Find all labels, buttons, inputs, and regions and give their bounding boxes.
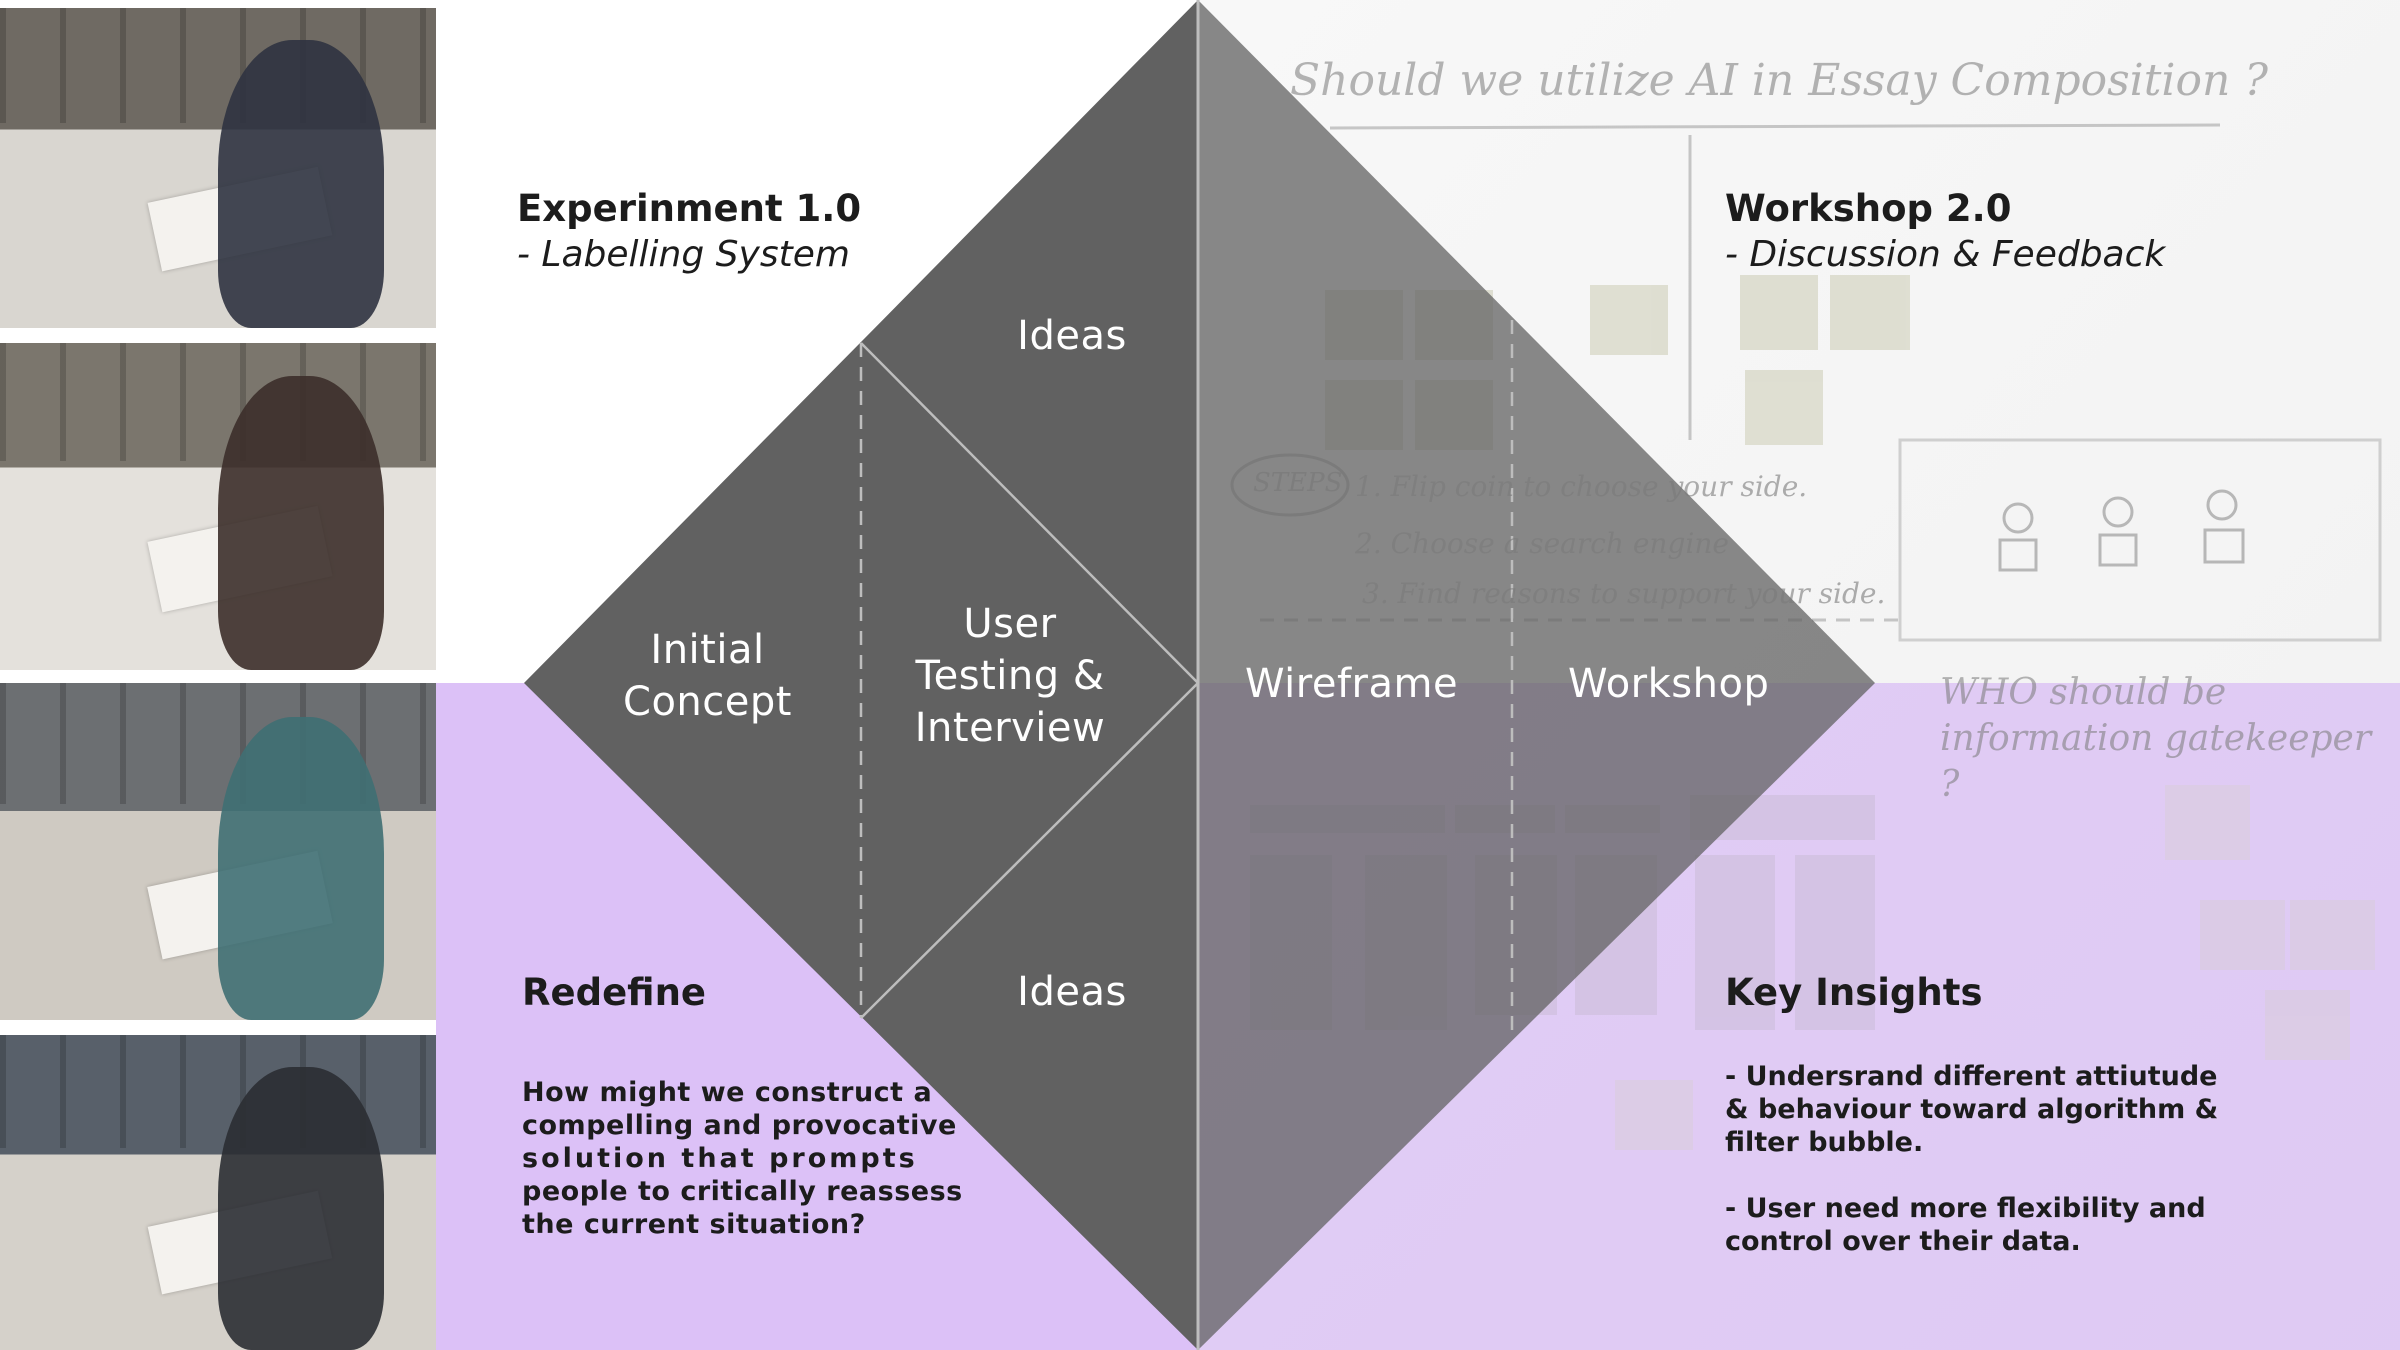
- insights-item-2-line: control over their data.: [1725, 1226, 2081, 1257]
- experiment-subtitle: - Labelling System: [517, 234, 850, 275]
- photo-icon: [8, 691, 9, 692]
- photo-icon: [8, 351, 9, 352]
- label-ideas-top: Ideas: [1017, 313, 1127, 359]
- photo-woman-with-red-scarf-reading: [0, 1035, 436, 1350]
- whiteboard-who-note: WHO should be information gatekeeper ?: [1940, 672, 2372, 805]
- whiteboard-step-3: 3. Find reasons to support your side.: [1362, 577, 1886, 610]
- insights-item-2: - User need more flexibility and control…: [1725, 1192, 2206, 1258]
- redefine-body-line: the current situation?: [522, 1209, 866, 1240]
- insights-item-1-line: - Undersrand different attiutude: [1725, 1061, 2218, 1092]
- browser-icon: [1998, 538, 2038, 572]
- label-initial-concept: Initial Concept: [600, 624, 815, 728]
- right-diamond: [1198, 0, 1875, 1350]
- photo-person: [218, 716, 384, 1020]
- board-underline: [1329, 123, 2221, 130]
- photo-icon: [8, 1043, 9, 1044]
- divider-upper-diagonal: [860, 342, 1199, 684]
- insights-item-1: - Undersrand different attiutude & behav…: [1725, 1060, 2218, 1159]
- redefine-body-line: compelling and provocative: [522, 1110, 957, 1141]
- insights-item-1-line: filter bubble.: [1725, 1127, 1924, 1158]
- redefine-body-line: How might we construct a: [522, 1077, 933, 1108]
- monitor-icon: [2203, 528, 2245, 564]
- photo-person: [218, 40, 384, 328]
- label-workshop: Workshop: [1568, 661, 1770, 707]
- redefine-body-line: solution that prompts: [522, 1143, 918, 1174]
- whiteboard-steps-label: STEPS: [1253, 468, 1343, 498]
- browser-icon: [2098, 533, 2138, 567]
- insights-item-1-line: & behaviour toward algorithm &: [1725, 1094, 2219, 1125]
- divider-lower-diagonal: [860, 682, 1199, 1019]
- workshop-subtitle: - Discussion & Feedback: [1725, 234, 2166, 275]
- sticky-note: [1740, 275, 1818, 350]
- sticky-note: [1745, 370, 1823, 445]
- whiteboard-question: Should we utilize AI in Essay Compositio…: [1290, 55, 2268, 106]
- diamond-dividers: [859, 0, 1514, 1350]
- cloud-icon: [2102, 496, 2134, 528]
- label-ideas-bottom: Ideas: [1017, 969, 1127, 1015]
- redefine-title: Redefine: [522, 971, 707, 1014]
- whiteboard-step-1: 1. Flip coin to choose your side.: [1355, 470, 1808, 503]
- redefine-body: How might we construct a compelling and …: [522, 1076, 963, 1241]
- sticky-note: [1830, 275, 1910, 350]
- label-wireframe: Wireframe: [1245, 661, 1459, 707]
- redefine-body-line: people to critically reassess: [522, 1176, 963, 1207]
- photo-person: [218, 375, 384, 670]
- photo-person: [218, 1066, 384, 1350]
- label-initial-concept-line: Concept: [623, 679, 792, 725]
- label-user-testing-line: Testing &: [915, 653, 1105, 699]
- photo-woman-reading-at-desk: [0, 683, 436, 1020]
- cloud-icon: [2206, 489, 2238, 521]
- label-user-testing: User Testing & Interview: [895, 598, 1125, 754]
- sticky-note: [1590, 285, 1668, 355]
- label-initial-concept-line: Initial: [650, 627, 765, 673]
- whiteboard-step-2: 2. Choose a search engine: [1355, 527, 1729, 560]
- cloud-icon: [2002, 502, 2034, 534]
- photo-icon: [8, 16, 9, 17]
- photo-woman-reading-leaflet: [0, 343, 436, 670]
- workshop-title: Workshop 2.0: [1725, 187, 2012, 230]
- insights-title: Key Insights: [1725, 971, 1983, 1014]
- insights-item-2-line: - User need more flexibility and: [1725, 1193, 2206, 1224]
- board-flow-box: [1898, 438, 2382, 642]
- experiment-title: Experinment 1.0: [517, 187, 862, 230]
- label-user-testing-line: Interview: [914, 705, 1106, 751]
- left-diamond: [524, 0, 1198, 1350]
- photo-man-reading-booklet: [0, 8, 436, 328]
- label-user-testing-line: User: [963, 601, 1057, 647]
